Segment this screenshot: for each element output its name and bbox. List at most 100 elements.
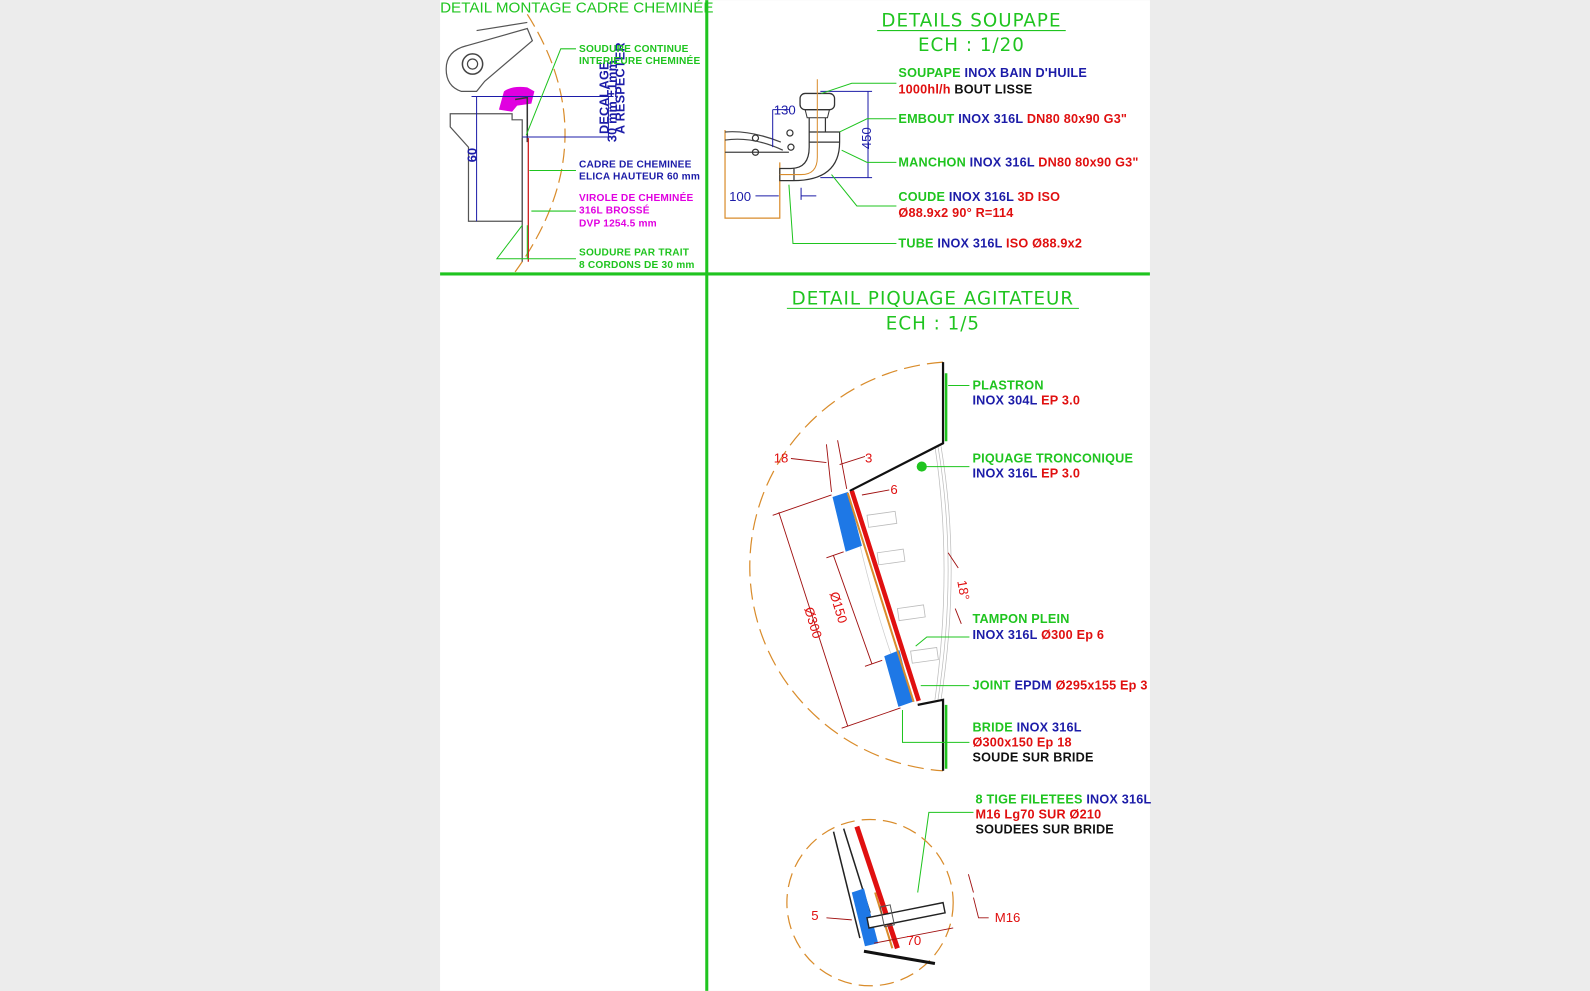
label-tube: TUBE INOX 316L ISO Ø88.9x2 <box>898 237 1082 251</box>
leader-manchon <box>841 149 897 163</box>
label-segment: EPDM <box>1014 679 1055 693</box>
label-segment: EMBOUT <box>898 112 958 126</box>
label-line: SOUDURE PAR TRAIT <box>579 248 690 259</box>
label-line: INOX 316L EP 3.0 <box>972 467 1080 481</box>
label-line: SOUPAPE INOX BAIN D'HUILE <box>898 66 1087 80</box>
label-line: SOUDEES SUR BRIDE <box>975 823 1113 837</box>
dim-decalage: DECALAGE 30 mm ±1mm A RESPECTER <box>597 42 627 142</box>
label-segment: COUDE <box>898 190 948 204</box>
label-segment: SOUDURE PAR TRAIT <box>579 248 690 259</box>
label-line: JOINT EPDM Ø295x155 Ep 3 <box>972 679 1147 693</box>
flange-upper <box>832 491 862 552</box>
stud-detail-plate <box>854 825 900 950</box>
label-segment: 316L BROSSÉ <box>579 204 650 217</box>
leader-tige <box>917 811 974 893</box>
label-manchon: MANCHON INOX 316L DN80 80x90 G3" <box>898 155 1138 169</box>
label-line: TUBE INOX 316L ISO Ø88.9x2 <box>898 237 1082 251</box>
piquage-title: DETAIL PIQUAGE AGITATEUR <box>792 288 1074 309</box>
frame-lip <box>515 96 529 143</box>
label-segment: CADRE DE CHEMINEE <box>579 159 692 170</box>
hinge-arm <box>445 21 534 93</box>
label-line: 8 CORDONS DE 30 mm <box>579 260 695 271</box>
label-line: COUDE INOX 316L 3D ISO <box>898 190 1060 204</box>
label-line: SOUDURE CONTINUE <box>579 44 689 55</box>
flange-lower <box>884 650 913 707</box>
soupape-title: DETAILS SOUPAPE <box>881 11 1061 32</box>
stud-detail-rod <box>866 901 946 929</box>
label-line: VIROLE DE CHEMINÉE <box>579 191 694 204</box>
elbow-pipe <box>779 117 841 182</box>
label-segment: INOX 316L <box>970 155 1039 169</box>
label-line: 1000hl/h BOUT LISSE <box>898 82 1032 96</box>
label-segment: TAMPON PLEIN <box>972 612 1069 626</box>
label-line: DVP 1254.5 mm <box>579 218 657 229</box>
blind-plate <box>849 490 921 702</box>
label-segment: JOINT <box>972 679 1014 693</box>
dim-decalage-line: 30 mm ±1mm <box>606 60 620 142</box>
label-segment: INOX 316L <box>972 628 1041 642</box>
detail-boundary-arc <box>514 14 566 273</box>
label-line: ELICA HAUTEUR 60 mm <box>579 172 700 183</box>
label-segment: 3D ISO <box>1018 190 1061 204</box>
label-segment: INOX 316L <box>937 237 1006 251</box>
leader-coude <box>831 174 897 207</box>
piquage-scale: ECH : 1/5 <box>886 314 980 335</box>
label-segment: M16 Lg70 SUR Ø210 <box>975 807 1101 821</box>
stud-detail-boundary <box>786 818 954 987</box>
label-segment: INOX 316L <box>958 112 1027 126</box>
label-embout: EMBOUT INOX 316L DN80 80x90 G3" <box>898 112 1127 126</box>
tank-outline <box>724 129 781 219</box>
label-segment: 8 TIGE FILETEES <box>975 792 1086 806</box>
soupape-detail: DETAILS SOUPAPE ECH : 1/20 130 450 100 <box>724 11 1066 245</box>
dim-3: 3 <box>865 451 872 466</box>
label-segment: SOUDEES SUR BRIDE <box>975 823 1113 837</box>
label-segment: Ø88.9x2 90° R=114 <box>898 206 1013 220</box>
valve-body <box>804 109 831 119</box>
stud-detail-wall <box>832 831 861 939</box>
plastron-wall <box>849 362 945 771</box>
label-line: INOX 316L Ø300 Ep 6 <box>972 628 1104 642</box>
label-joint: JOINT EPDM Ø295x155 Ep 3 <box>972 679 1147 693</box>
dim-450: 450 <box>859 127 874 149</box>
label-segment: INOX 316L <box>1086 792 1151 806</box>
dim-m16: M16 <box>995 910 1021 925</box>
label-segment: INOX 316L <box>972 467 1041 481</box>
piquage-detail: DETAIL PIQUAGE AGITATEUR ECH : 1/5 18 3 … <box>749 288 1079 987</box>
label-segment: ELICA HAUTEUR 60 mm <box>579 172 700 183</box>
detail-boundary-arc <box>749 361 944 772</box>
label-segment: DVP 1254.5 mm <box>579 218 657 229</box>
label-segment: EP 3.0 <box>1041 394 1080 408</box>
leader-tube <box>788 184 897 245</box>
leader-soudure-continue <box>525 48 576 136</box>
label-line: M16 Lg70 SUR Ø210 <box>975 807 1101 821</box>
label-segment: EP 3.0 <box>1041 467 1080 481</box>
dim-decalage-line: DECALAGE <box>597 61 611 134</box>
hinge-pin <box>461 53 484 75</box>
label-line: Ø88.9x2 90° R=114 <box>898 206 1013 220</box>
label-segment: DN80 80x90 G3" <box>1038 155 1138 169</box>
dim-5: 5 <box>811 908 818 923</box>
leader-bride <box>901 709 970 743</box>
piquage-dot <box>916 461 927 472</box>
label-soupape: SOUPAPE INOX BAIN D'HUILE 1000hl/h BOUT L… <box>898 66 1087 96</box>
dim-130-line <box>772 109 789 148</box>
dim-100: 100 <box>729 189 751 204</box>
label-segment: ISO Ø88.9x2 <box>1006 237 1082 251</box>
label-line: MANCHON INOX 316L DN80 80x90 G3" <box>898 155 1138 169</box>
label-segment: Ø300x150 Ep 18 <box>972 735 1071 749</box>
stud-detail-cone <box>863 949 936 965</box>
label-line: Ø300x150 Ep 18 <box>972 735 1071 749</box>
leader-tampon <box>915 636 970 647</box>
label-segment: SOUDE SUR BRIDE <box>972 751 1093 765</box>
piquage-dimension-lines <box>772 440 962 729</box>
label-segment: TUBE <box>898 237 937 251</box>
label-line: TAMPON PLEIN <box>972 612 1069 626</box>
dim-angle-18: 18° <box>954 579 972 601</box>
label-segment: INOX 304L <box>972 394 1041 408</box>
leader-soudure-trait <box>495 224 576 260</box>
